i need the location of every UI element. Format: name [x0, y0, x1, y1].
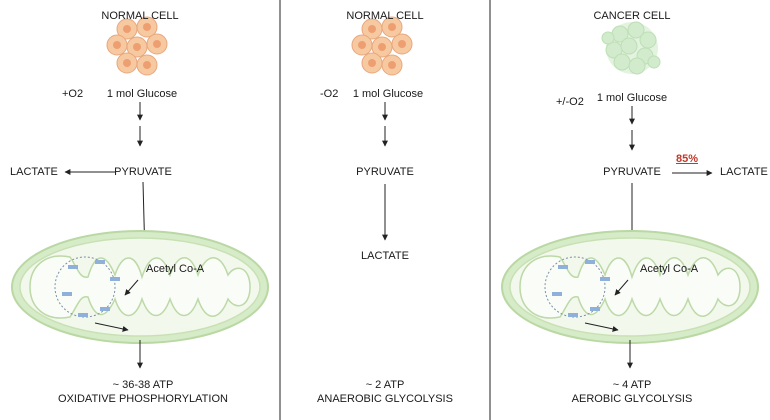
panel1-acetyl-coa: Acetyl Co-A: [146, 263, 205, 275]
mitochondrion-right: [501, 230, 759, 344]
panel2-lactate: LACTATE: [361, 250, 409, 262]
panel3-pyruvate: PYRUVATE: [603, 166, 661, 178]
mitochondrion-left: [11, 230, 269, 344]
normal-cell-cluster-icon: [351, 16, 413, 76]
panel1-pathway: OXIDATIVE PHOSPHORYLATION: [58, 393, 228, 405]
panel3-glucose: 1 mol Glucose: [596, 92, 668, 104]
panel3-lactate: LACTATE: [720, 166, 768, 178]
panel2-pyruvate: PYRUVATE: [356, 166, 414, 178]
panel2-oxygen: -O2: [320, 88, 339, 100]
panel1-glucose: 1 mol Glucose: [106, 88, 178, 100]
panel1-cell-label: NORMAL CELL: [101, 10, 179, 22]
panel1-pyruvate: PYRUVATE: [114, 166, 172, 178]
panel2-glucose: 1 mol Glucose: [352, 88, 424, 100]
normal-cell-cluster-icon: [106, 16, 168, 76]
panel1-atp: ~ 36-38 ATP: [112, 379, 174, 391]
panel3-pathway: AEROBIC GLYCOLYSIS: [571, 393, 693, 405]
panel3-oxygen: +/-O2: [556, 96, 584, 108]
panel1-lactate: LACTATE: [10, 166, 58, 178]
panel2-atp: ~ 2 ATP: [365, 379, 405, 391]
panel3-atp: ~ 4 ATP: [612, 379, 652, 391]
panel3-acetyl-coa: Acetyl Co-A: [640, 263, 699, 275]
panel1-oxygen: +O2: [62, 88, 84, 100]
cancer-cell-cluster-icon: [601, 21, 661, 75]
panel3-percent: 85%: [676, 153, 699, 165]
panel2-cell-label: NORMAL CELL: [346, 10, 424, 22]
panel3-cell-label: CANCER CELL: [593, 10, 671, 22]
panel2-pathway: ANAEROBIC GLYCOLYSIS: [317, 393, 453, 405]
